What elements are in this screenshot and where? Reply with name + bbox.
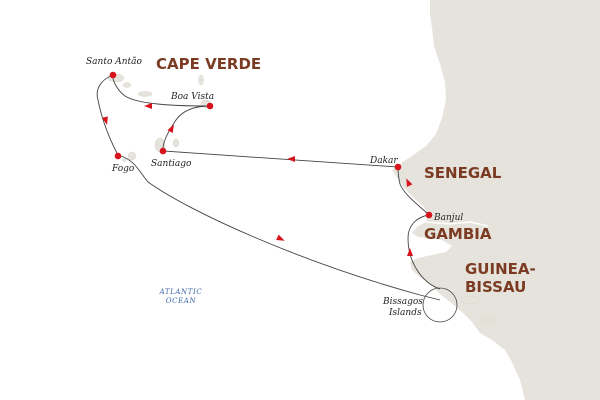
place-label-dakar: Dakar	[369, 156, 398, 166]
cruise-route-line	[96, 74, 441, 301]
country-label-guinea-bissau-2: BISSAU	[465, 278, 526, 296]
country-label-cape-verde: CAPE VERDE	[156, 55, 261, 73]
ocean-label-line1: ATLANTIC	[159, 288, 203, 296]
route-direction-arrow	[407, 248, 413, 256]
place-label-bissagos-2: Islands	[388, 308, 422, 318]
country-label-senegal: SENEGAL	[424, 164, 502, 182]
place-label-fogo: Fogo	[111, 164, 135, 174]
place-label-banjul: Banjul	[433, 213, 463, 223]
island-sal	[198, 74, 204, 86]
bissagos-islands-circle	[422, 287, 458, 323]
country-label-guinea-bissau-1: GUINEA-	[465, 260, 536, 278]
place-label-boa-vista: Boa Vista	[170, 92, 214, 102]
island-fogo	[127, 151, 137, 161]
route-direction-arrow	[144, 103, 152, 109]
place-label-bissagos-1: Bissagos	[382, 297, 423, 307]
route-direction-arrow	[102, 116, 108, 125]
route-direction-arrow	[287, 156, 295, 162]
route-direction-arrow	[276, 234, 285, 241]
coastal-island	[460, 295, 480, 305]
island-brava	[121, 157, 127, 162]
coastal-island	[481, 316, 495, 324]
island-maio	[172, 138, 180, 148]
island-sao-nicolau	[137, 91, 153, 97]
stop-marker-santiago	[159, 147, 167, 155]
stop-marker-dakar	[394, 163, 402, 171]
stop-marker-banjul	[425, 211, 433, 219]
stop-marker-boa-vista	[206, 102, 214, 110]
stop-marker-fogo	[114, 152, 122, 160]
gambia-river	[425, 221, 489, 227]
place-label-santo-antao: Santo Antão	[86, 56, 143, 67]
route-direction-arrow	[167, 124, 174, 133]
stop-marker-santo-antao	[109, 71, 117, 79]
country-label-gambia: GAMBIA	[424, 225, 492, 243]
mainland-africa	[392, 0, 600, 400]
island-sao-vicente	[122, 82, 132, 88]
ocean-label-line2: OCEAN	[166, 297, 197, 305]
place-label-santiago: Santiago	[151, 159, 192, 169]
route-direction-arrow	[406, 178, 413, 187]
